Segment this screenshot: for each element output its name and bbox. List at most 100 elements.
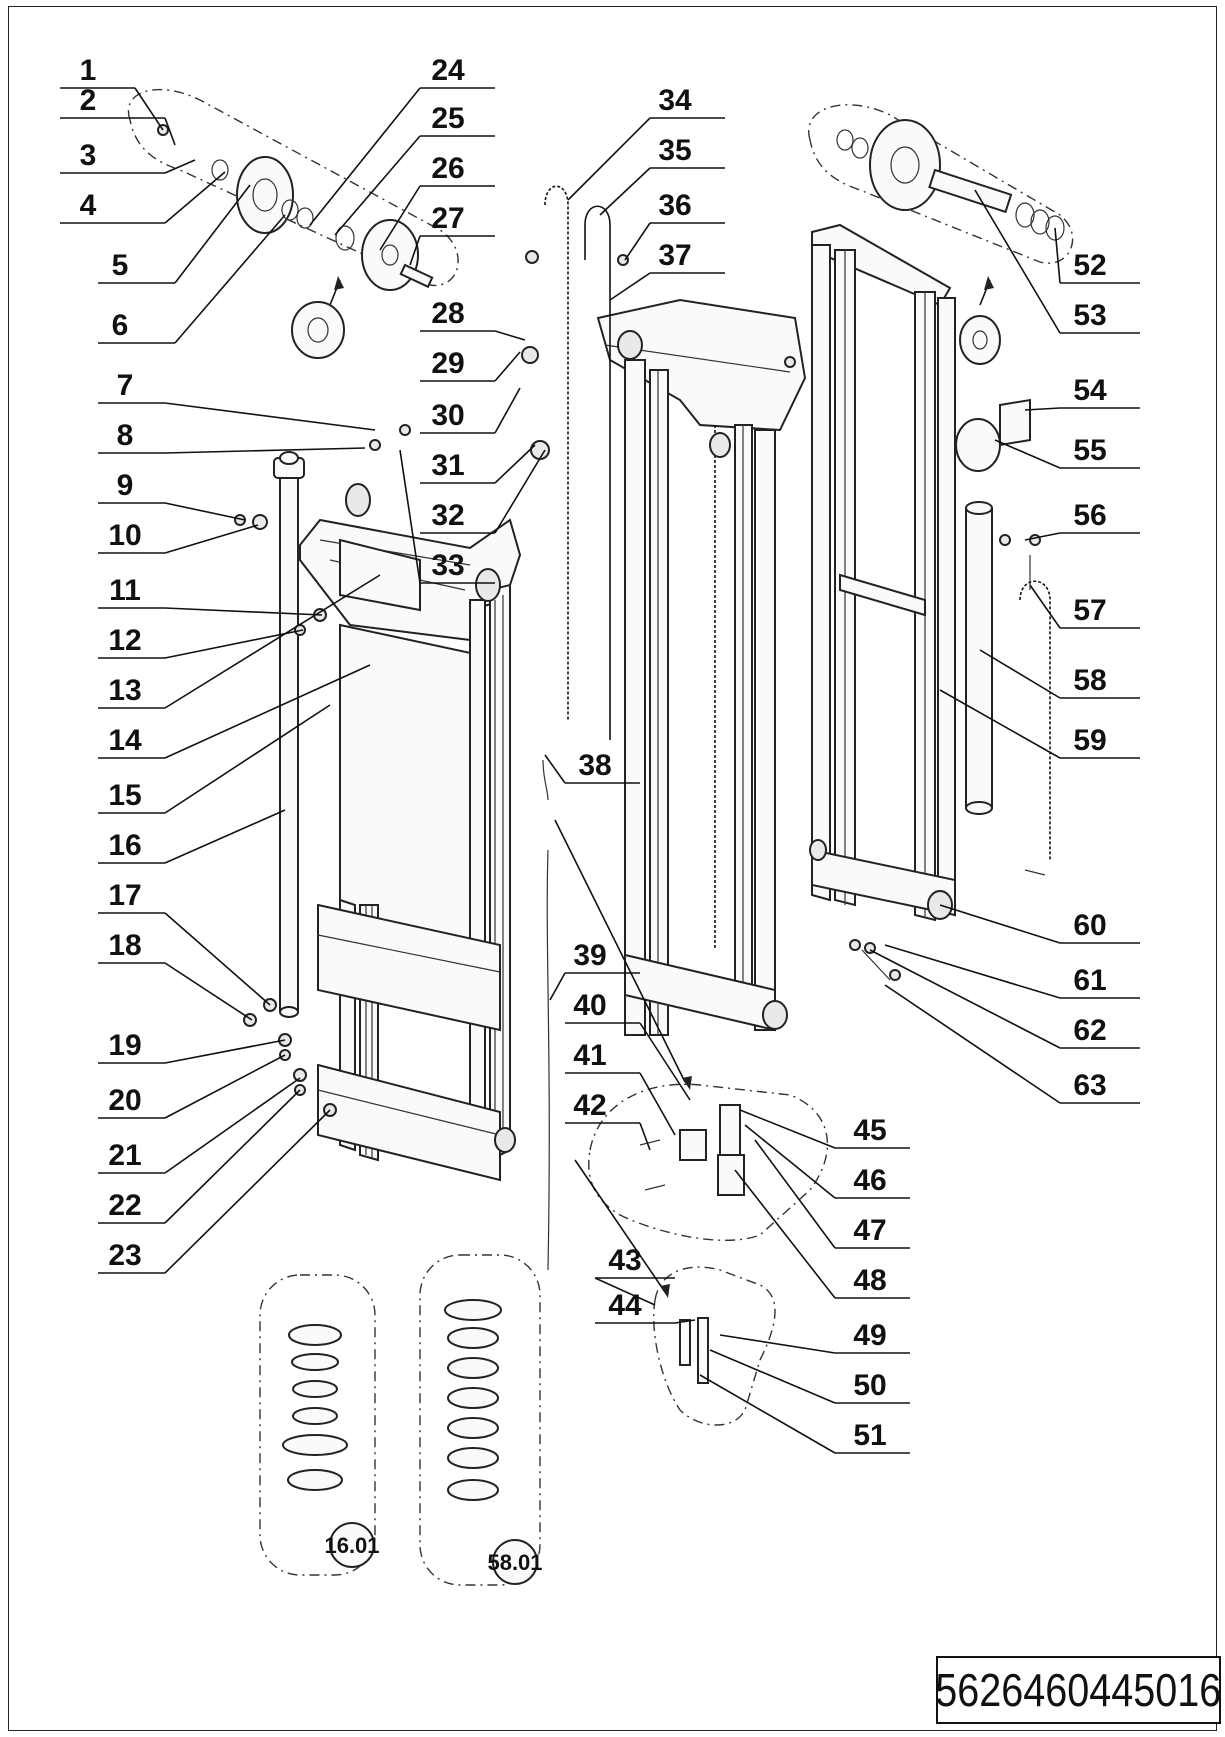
callout-46: 46: [744, 1124, 910, 1199]
callout-leader: [494, 444, 536, 484]
callout-number: 27: [431, 202, 464, 235]
callout-52: 52: [1054, 227, 1140, 284]
callout-44: 44: [595, 1289, 696, 1324]
pulley-assembly-right: [808, 104, 1074, 472]
seal-kit-58-01: 58.01: [419, 1254, 543, 1586]
callout-leader: [494, 387, 521, 434]
callout-number: 30: [431, 399, 464, 432]
cable-2: [542, 759, 549, 801]
callout-11: 11: [98, 574, 323, 616]
callout-leader: [164, 574, 381, 709]
callout-number: 18: [108, 929, 141, 962]
callout-leader: [594, 1277, 656, 1306]
callout-number: 41: [573, 1039, 606, 1072]
chain-left: [544, 185, 569, 720]
callout-leader: [744, 1124, 836, 1199]
callout-leader: [869, 949, 1061, 1049]
callout-22: 22: [98, 1089, 301, 1224]
callout-32: 32: [420, 449, 546, 534]
callout-39: 39: [549, 939, 640, 1001]
middle-mast: [596, 298, 807, 1036]
callout-leader: [174, 184, 251, 284]
callout-14: 14: [98, 664, 371, 759]
callout-47: 47: [754, 1139, 910, 1249]
callout-leader: [639, 1122, 651, 1151]
callout-number: 59: [1073, 724, 1106, 757]
callout-number: 52: [1073, 249, 1106, 282]
callout-21: 21: [98, 1077, 301, 1174]
callout-leader: [409, 235, 421, 266]
callout-leader: [884, 984, 1061, 1104]
callout-34: 34: [567, 84, 725, 201]
callout-55: 55: [994, 434, 1140, 469]
callout-40: 40: [565, 989, 691, 1101]
callout-13: 13: [98, 574, 381, 709]
callout-number: 3: [80, 139, 97, 172]
callout-16: 16: [98, 809, 286, 864]
callout-25: 25: [334, 102, 495, 236]
callout-54: 54: [1024, 374, 1140, 411]
callout-number: 37: [658, 239, 691, 272]
callout-leader: [734, 1169, 836, 1299]
callout-number: 23: [108, 1239, 141, 1272]
callout-leader: [494, 330, 526, 341]
callout-20: 20: [98, 1054, 286, 1119]
callout-35: 35: [599, 134, 725, 216]
callout-number: 55: [1073, 434, 1106, 467]
callout-45: 45: [739, 1109, 910, 1149]
callout-number: 28: [431, 297, 464, 330]
callout-number: 4: [80, 189, 97, 222]
callout-leader: [719, 1334, 836, 1354]
callout-number: 39: [573, 939, 606, 972]
callout-leader: [379, 185, 421, 251]
callout-number: 45: [853, 1114, 886, 1147]
seal-kit-16-01: 16.01: [259, 1274, 380, 1576]
callout-43: 43: [594, 1244, 675, 1306]
callout-number: 12: [108, 624, 141, 657]
callout-number: 32: [431, 499, 464, 532]
callout-number: 56: [1073, 499, 1106, 532]
callout-number: 47: [853, 1214, 886, 1247]
callout-leader: [164, 171, 226, 224]
callout-28: 28: [420, 297, 526, 341]
callout-number: 50: [853, 1369, 886, 1402]
callout-leader: [884, 944, 1061, 999]
callout-leader: [1054, 227, 1061, 284]
callout-63: 63: [884, 984, 1140, 1104]
callout-layer: 1234567891011121314151617181920212223242…: [60, 54, 1140, 1454]
callout-53: 53: [974, 189, 1140, 334]
callout-number: 58: [1073, 664, 1106, 697]
callout-leader: [567, 117, 651, 201]
callout-leader: [174, 214, 286, 344]
callout-41: 41: [565, 1039, 676, 1136]
callout-leader: [164, 704, 331, 814]
lift-cylinder-left: [273, 451, 305, 1018]
callout-23: 23: [98, 1109, 331, 1274]
callout-leader: [494, 449, 546, 534]
callout-42: 42: [565, 1089, 651, 1151]
callout-leader: [164, 912, 271, 1006]
callout-12: 12: [98, 624, 304, 659]
callout-leader: [164, 502, 246, 521]
callout-number: 22: [108, 1189, 141, 1222]
callout-59: 59: [939, 689, 1140, 759]
callout-number: 11: [109, 574, 141, 607]
callout-leader: [974, 189, 1061, 334]
callout-60: 60: [939, 904, 1140, 944]
callout-leader: [164, 1109, 331, 1274]
callout-number: 63: [1073, 1069, 1106, 1102]
callout-number: 21: [108, 1139, 141, 1172]
callout-61: 61: [884, 944, 1140, 999]
callout-31: 31: [420, 444, 536, 484]
callout-5: 5: [98, 184, 251, 284]
hose: [584, 205, 611, 740]
callout-leader: [939, 904, 1061, 944]
callout-30: 30: [420, 387, 521, 434]
document-number: 5626460445016: [935, 1664, 1222, 1716]
callout-38: 38: [544, 749, 640, 784]
callout-58: 58: [979, 649, 1140, 699]
callout-number: 9: [117, 469, 134, 502]
callout-10: 10: [98, 519, 259, 554]
callout-number: 10: [108, 519, 141, 552]
